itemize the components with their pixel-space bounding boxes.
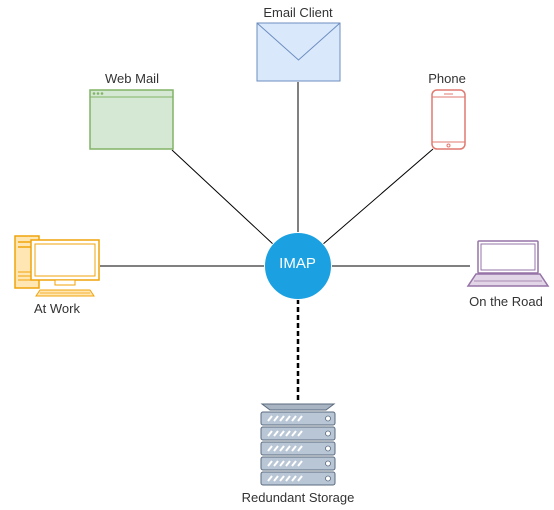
- imap-hub-label: IMAP: [279, 255, 316, 272]
- desktop-computer-icon[interactable]: [14, 235, 100, 297]
- web-mail-label: Web Mail: [105, 71, 159, 86]
- on-the-road-label: On the Road: [469, 294, 543, 309]
- envelope-icon[interactable]: [256, 22, 341, 82]
- server-rack-icon[interactable]: [260, 403, 336, 486]
- smartphone-icon[interactable]: [431, 89, 466, 150]
- connector-web: [171, 149, 275, 246]
- email-client-label: Email Client: [263, 5, 333, 20]
- connectors: [100, 82, 470, 402]
- connector-phone: [321, 148, 434, 246]
- redundant-storage-label: Redundant Storage: [241, 490, 355, 505]
- browser-window-icon[interactable]: [89, 89, 174, 150]
- laptop-icon[interactable]: [466, 240, 550, 287]
- phone-label: Phone: [428, 71, 466, 86]
- at-work-label: At Work: [34, 301, 80, 316]
- imap-hub[interactable]: [264, 232, 332, 300]
